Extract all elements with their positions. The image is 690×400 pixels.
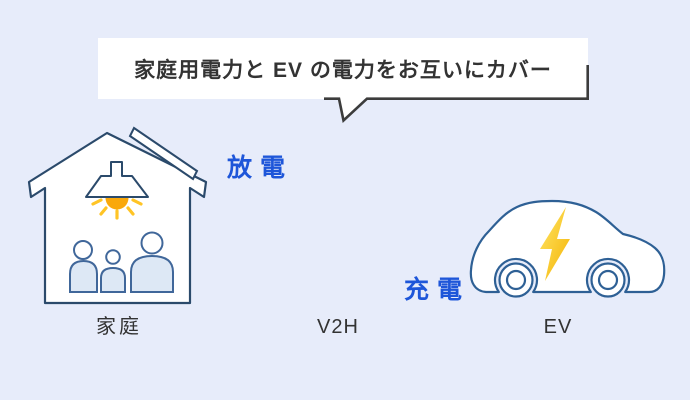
person-left-head xyxy=(73,240,93,260)
person-right-body xyxy=(130,254,174,293)
solar-panel-strip-icon xyxy=(128,126,199,181)
home-label: 家庭 xyxy=(96,316,142,338)
ev-car-icon xyxy=(469,199,666,298)
discharge-label: 放電 xyxy=(227,154,294,182)
person-child-body xyxy=(100,266,126,293)
person-left-body xyxy=(69,259,98,293)
family-figures-icon xyxy=(69,231,174,293)
person-child-head xyxy=(105,249,121,265)
person-right-head xyxy=(140,231,164,255)
house-icon xyxy=(27,126,208,305)
speech-bubble-tail xyxy=(339,96,367,120)
speech-bubble-text: 家庭用電力と EV の電力をお互いにカバー xyxy=(134,58,552,82)
v2h-label: V2H xyxy=(317,316,359,338)
speech-bubble xyxy=(98,38,589,124)
light-glow-icon xyxy=(105,198,129,210)
lightning-bolt-icon xyxy=(540,207,570,281)
speech-bubble-background xyxy=(98,38,588,99)
front-wheel-hub xyxy=(597,269,619,291)
charge-label: 充電 xyxy=(404,276,471,304)
car-body-outline xyxy=(469,199,666,294)
rear-wheel-hub xyxy=(505,269,527,291)
pendant-light-icon xyxy=(85,161,149,198)
ev-label: EV xyxy=(543,316,573,338)
speech-bubble-border xyxy=(324,65,589,124)
light-rays-icon xyxy=(91,198,143,220)
